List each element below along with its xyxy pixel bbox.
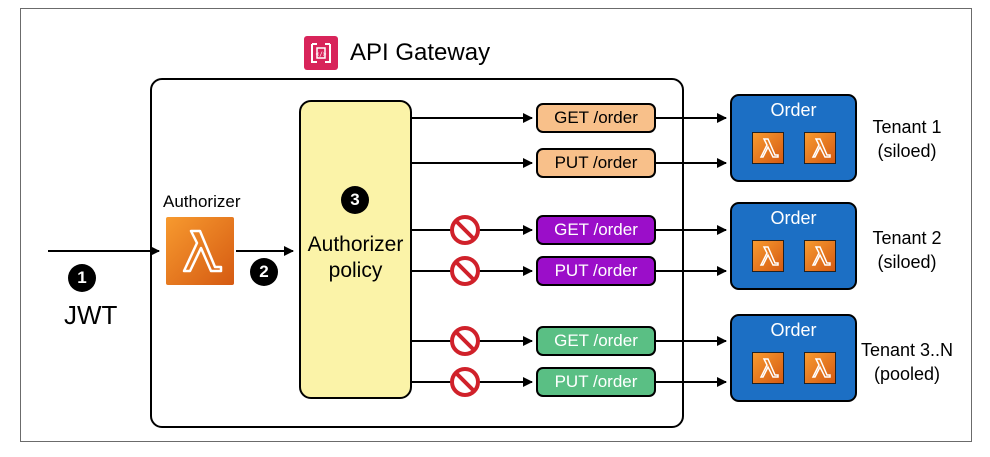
authorizer-policy-label: Authorizer policy [299, 232, 412, 284]
lambda-icon [752, 132, 784, 164]
lambda-icon [166, 217, 234, 285]
tenant-model: (pooled) [873, 364, 941, 384]
tenant-model: (siloed) [877, 141, 937, 161]
endpoint-get-order: GET /order [536, 326, 656, 356]
step-1-badge: 1 [68, 264, 96, 292]
endpoint-put-order: PUT /order [536, 367, 656, 397]
lambda-icon [804, 352, 836, 384]
api-gateway-header: </> API Gateway [304, 34, 490, 72]
tenant-model: (siloed) [877, 252, 937, 272]
endpoint-put-order: PUT /order [536, 256, 656, 286]
order-service-tenant-3: Order [730, 314, 857, 402]
tenant-name: Tenant 3..N [860, 340, 954, 360]
blocked-icon [450, 256, 480, 286]
jwt-label: JWT [64, 300, 118, 330]
lambda-icon [752, 352, 784, 384]
service-title: Order [770, 320, 817, 340]
authorizer-label: Authorizer [163, 192, 241, 211]
policy-label-line1: Authorizer [307, 233, 404, 256]
tenant-1-label: Tenant 1 (siloed) [852, 115, 962, 163]
tenant-3-label: Tenant 3..N (pooled) [852, 338, 962, 386]
lambda-icon [752, 240, 784, 272]
step-3-badge: 3 [341, 186, 369, 214]
tenant-name: Tenant 2 [872, 228, 942, 248]
service-title: Order [770, 208, 817, 228]
endpoint-put-order: PUT /order [536, 148, 656, 178]
blocked-icon [450, 367, 480, 397]
authorizer-policy-box [299, 100, 412, 399]
order-service-tenant-2: Order [730, 202, 857, 290]
step-2-badge: 2 [250, 258, 278, 286]
endpoint-get-order: GET /order [536, 103, 656, 133]
lambda-icon [804, 240, 836, 272]
api-gateway-container [150, 78, 684, 428]
lambda-icon [804, 132, 836, 164]
tenant-2-label: Tenant 2 (siloed) [852, 226, 962, 274]
blocked-icon [450, 215, 480, 245]
api-gateway-icon: </> [304, 36, 338, 70]
blocked-icon [450, 326, 480, 356]
policy-label-line2: policy [328, 259, 383, 282]
endpoint-get-order: GET /order [536, 215, 656, 245]
diagram-frame [20, 8, 972, 442]
api-gateway-title: API Gateway [350, 39, 491, 66]
order-service-tenant-1: Order [730, 94, 857, 182]
svg-text:</>: </> [316, 51, 327, 58]
service-title: Order [770, 100, 817, 120]
tenant-name: Tenant 1 [872, 117, 942, 137]
